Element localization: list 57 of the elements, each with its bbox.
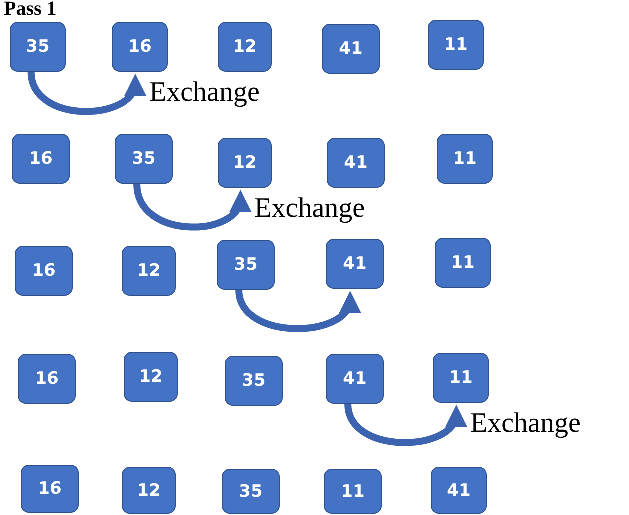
number-box	[428, 20, 484, 70]
number-box	[324, 469, 382, 514]
number-box	[112, 22, 168, 72]
curved-arrow	[344, 403, 464, 446]
number-box	[326, 354, 384, 404]
title: Pass 1	[4, 0, 57, 21]
number-value: 41	[343, 369, 367, 389]
number-box	[115, 134, 173, 184]
number-box	[218, 22, 272, 72]
number-value: 11	[449, 368, 473, 388]
number-value: 16	[32, 261, 56, 281]
number-value: 12	[233, 153, 257, 173]
number-box	[222, 469, 280, 514]
number-value: 11	[444, 35, 468, 55]
number-value: 35	[234, 255, 258, 275]
number-value: 41	[447, 480, 471, 500]
edge-label: Exchange	[150, 79, 260, 107]
number-value: 35	[26, 37, 50, 57]
number-value: 35	[242, 371, 266, 391]
number-box	[124, 352, 178, 402]
number-box	[322, 24, 380, 74]
number-value: 41	[344, 153, 368, 173]
number-box	[122, 246, 176, 296]
number-box	[21, 465, 79, 513]
number-value: 35	[132, 149, 156, 169]
number-value: 35	[239, 482, 263, 502]
edge-label: Exchange	[254, 195, 366, 223]
number-value: 11	[453, 149, 477, 169]
number-box	[18, 354, 76, 404]
number-value: 41	[339, 39, 363, 59]
number-value: 12	[233, 37, 257, 57]
number-box	[15, 246, 73, 296]
number-box	[218, 138, 272, 188]
number-value: 12	[139, 367, 163, 387]
number-value: 16	[38, 479, 62, 499]
number-box	[10, 22, 66, 72]
number-value: 11	[451, 253, 475, 273]
number-box	[437, 134, 493, 184]
number-box	[435, 238, 491, 288]
number-value: 11	[341, 482, 365, 502]
number-box	[225, 356, 283, 406]
number-box	[327, 138, 385, 188]
number-box	[433, 353, 489, 403]
number-value: 12	[137, 480, 161, 500]
curved-arrow	[28, 71, 144, 116]
number-value: 16	[128, 37, 152, 57]
number-box	[12, 134, 70, 184]
edge-label: Exchange	[470, 410, 581, 438]
number-value: 12	[137, 261, 161, 281]
number-box	[217, 240, 275, 290]
number-value: 16	[29, 149, 53, 169]
number-box	[326, 239, 384, 289]
number-box	[122, 467, 176, 514]
number-value: 41	[343, 254, 367, 274]
curved-arrow	[134, 183, 249, 231]
number-box	[431, 467, 487, 514]
number-value: 16	[35, 369, 59, 389]
